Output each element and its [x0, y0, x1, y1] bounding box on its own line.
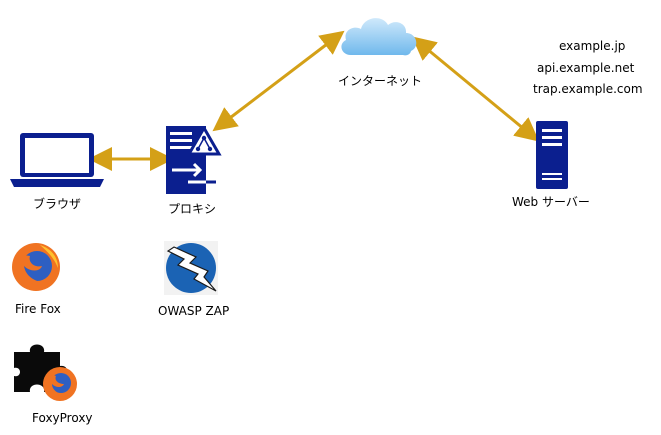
webserver-label: Web サーバー [512, 195, 590, 209]
domain-example-jp: example.jp [559, 39, 626, 53]
proxy-device-icon [166, 126, 222, 194]
owasp-zap-logo-icon [164, 241, 218, 295]
domain-api-example-net: api.example.net [537, 61, 635, 75]
internet-webserver-arrow [411, 36, 540, 142]
firefox-label: Fire Fox [15, 302, 61, 316]
cloud-icon [341, 18, 417, 56]
domain-trap-example-com: trap.example.com [533, 82, 643, 96]
firefox-logo-icon [12, 243, 60, 291]
laptop-icon [10, 133, 104, 187]
web-server-icon [536, 121, 568, 189]
foxyproxy-logo-icon [14, 344, 77, 401]
internet-label: インターネット [338, 74, 423, 88]
proxy-label: プロキシ [168, 202, 217, 216]
browser-label: ブラウザ [33, 197, 82, 211]
proxy-internet-arrow [212, 30, 345, 132]
foxyproxy-label: FoxyProxy [32, 411, 93, 425]
zap-label: OWASP ZAP [158, 304, 230, 318]
